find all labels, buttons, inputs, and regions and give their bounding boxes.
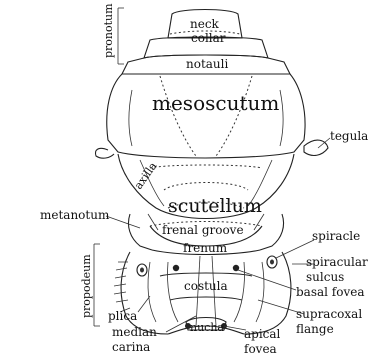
- label-apical: apical: [244, 327, 281, 341]
- pronotum-bracket: [118, 8, 124, 64]
- label-spiracular: spiracular: [306, 255, 368, 269]
- label-propodeum: propodeum: [80, 254, 93, 318]
- label-frenal-groove: frenal groove: [162, 223, 244, 237]
- label-plica: plica: [108, 309, 137, 323]
- label-collar: collar: [191, 31, 226, 45]
- label-sulcus: sulcus: [306, 270, 344, 284]
- label-nucha: nucha: [190, 321, 224, 334]
- label-pronotum: pronotum: [102, 3, 115, 58]
- spiracle-right: [267, 256, 277, 268]
- label-metanotum: metanotum: [40, 208, 110, 222]
- label-notauli: notauli: [186, 57, 228, 71]
- scutellum-lateral-groove: [148, 214, 158, 230]
- label-costula: costula: [184, 279, 228, 293]
- label-mesoscutum: mesoscutum: [152, 91, 279, 115]
- label-median: median: [112, 325, 157, 339]
- label-spiracle: spiracle: [312, 229, 360, 243]
- label-flange: flange: [296, 322, 334, 336]
- label-frenum: frenum: [183, 241, 228, 255]
- label-fovea: fovea: [244, 342, 277, 356]
- label-basal-fovea: basal fovea: [296, 285, 365, 299]
- label-scutellum: scutellum: [168, 195, 262, 217]
- propodeum-hairs: [114, 262, 130, 312]
- label-neck: neck: [190, 17, 220, 31]
- basal-fovea-marks: [173, 265, 239, 271]
- spiracle-left: [137, 264, 147, 276]
- label-carina: carina: [112, 340, 150, 354]
- label-supracoxal: supracoxal: [296, 307, 362, 321]
- label-tegula: tegula: [330, 129, 368, 143]
- label-axilla: axilla: [132, 159, 160, 191]
- mesoscutum-outline: [107, 74, 305, 158]
- left-tegula-shape: [96, 148, 115, 158]
- propodeum-bracket: [94, 244, 100, 326]
